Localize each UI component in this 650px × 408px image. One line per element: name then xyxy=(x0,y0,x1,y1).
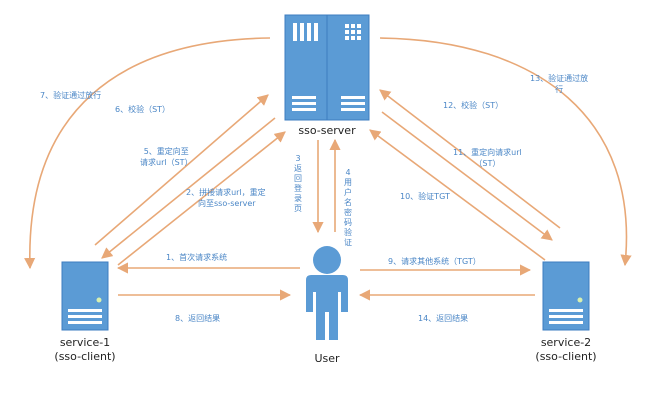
edge-label-14: 14、返回结果 xyxy=(418,314,469,323)
edge-label-2-line1: 2、拼接请求url，重定 xyxy=(186,188,266,197)
service-1-server-icon xyxy=(61,261,109,331)
service-2-server-icon xyxy=(542,261,590,331)
edge-label-8: 8、返回结果 xyxy=(175,314,221,323)
edge-label-5-line1: 5、重定向至 xyxy=(143,147,189,156)
arrow-13-validated-pass xyxy=(379,37,632,267)
service-1-role: (sso-client) xyxy=(54,350,116,363)
edge-label-12: 12、校验（ST） xyxy=(443,101,504,110)
user-label: User xyxy=(314,352,340,365)
edge-label-11-line1: 11、重定向请求url xyxy=(453,148,522,157)
edge-label-11-line2: （ST） xyxy=(474,159,501,168)
arrow-10-verify-tgt xyxy=(369,129,546,261)
arrow-2-redirect-to-server xyxy=(117,131,286,266)
edge-label-11: 11、重定向请求url （ST） xyxy=(453,147,522,169)
edge-label-7: 7、验证通过放行 xyxy=(40,91,102,100)
arrow-12-validate-st xyxy=(379,89,561,229)
edge-label-5-line2: 请求url（ST） xyxy=(140,158,193,167)
edge-label-13-line2: 行 xyxy=(555,85,564,94)
arrow-6-validate-st xyxy=(94,94,269,246)
user-icon xyxy=(306,246,348,340)
sso-server-label: sso-server xyxy=(298,124,356,137)
edge-label-13: 13、验证通过放 行 xyxy=(530,73,588,95)
edge-label-2-line2: 向至sso-server xyxy=(198,199,256,208)
arrow-7-validated-pass xyxy=(24,37,271,270)
arrow-11-redirect-st xyxy=(381,111,553,241)
service-2-role: (sso-client) xyxy=(535,350,597,363)
sso-server-icon xyxy=(284,14,370,121)
edge-label-2: 2、拼接请求url，重定 向至sso-server xyxy=(186,187,266,209)
service-1-label: service-1 (sso-client) xyxy=(45,336,125,364)
edge-label-6: 6、校验（ST） xyxy=(115,105,171,114)
edge-label-3: 3返回登录页 xyxy=(294,154,302,213)
edge-label-5: 5、重定向至 请求url（ST） xyxy=(140,146,193,168)
arrow-5-redirect xyxy=(101,117,276,259)
edge-label-1: 1、首次请求系统 xyxy=(166,253,228,262)
edge-label-4: 4用户名密码验证 xyxy=(344,168,352,247)
service-2-name: service-2 xyxy=(540,336,592,349)
service-1-name: service-1 xyxy=(59,336,111,349)
service-2-label: service-2 (sso-client) xyxy=(526,336,606,364)
edge-label-9: 9、请求其他系统（TGT） xyxy=(388,257,481,266)
edge-label-13-line1: 13、验证通过放 xyxy=(530,74,589,83)
edge-label-10: 10、验证TGT xyxy=(400,192,450,201)
